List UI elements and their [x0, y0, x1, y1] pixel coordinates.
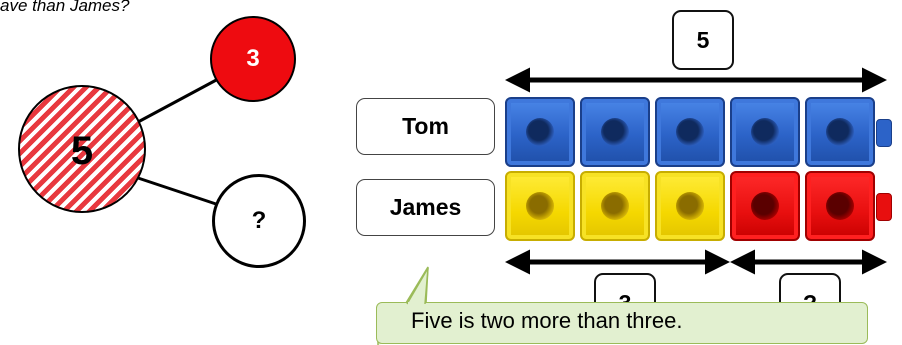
cube-blue	[505, 97, 575, 167]
cube-hole	[526, 192, 554, 220]
cube-hole	[826, 118, 854, 146]
cube-hole	[526, 118, 554, 146]
cube-yellow	[655, 171, 725, 241]
cube-blue	[655, 97, 725, 167]
part-whole-diagram: 5 3 ?	[0, 0, 330, 268]
part-known-value: 3	[246, 45, 260, 72]
cube-yellow	[580, 171, 650, 241]
part-whole-connectors	[137, 76, 223, 208]
cube-blue	[580, 97, 650, 167]
cube-red	[805, 171, 875, 241]
cube-hole	[676, 118, 704, 146]
part-unknown-value: ?	[251, 207, 267, 234]
cube-nub	[876, 119, 892, 147]
part-unknown-circle: ?	[212, 174, 306, 268]
total-box: 5	[672, 10, 734, 70]
bar-model-arrows	[505, 67, 887, 275]
row-label-james: James	[356, 179, 495, 236]
cube-hole	[751, 192, 779, 220]
cube-hole	[601, 118, 629, 146]
cube-blue	[730, 97, 800, 167]
speech-text: Five is two more than three.	[411, 308, 683, 333]
row-label-tom: Tom	[356, 98, 495, 155]
cube-blue	[805, 97, 875, 167]
speech-bubble-tail	[406, 267, 429, 305]
cube-red	[730, 171, 800, 241]
cube-hole	[676, 192, 704, 220]
part-known-circle: 3	[210, 16, 296, 102]
cube-hole	[751, 118, 779, 146]
cube-nub	[876, 193, 892, 221]
question-text: ave than James?	[0, 0, 130, 15]
whole-value: 5	[70, 128, 94, 173]
cube-hole	[826, 192, 854, 220]
connector-bottom	[137, 176, 223, 208]
whole-circle: 5	[18, 85, 146, 213]
connector-top	[137, 76, 221, 124]
cube-yellow	[505, 171, 575, 241]
cube-hole	[601, 192, 629, 220]
